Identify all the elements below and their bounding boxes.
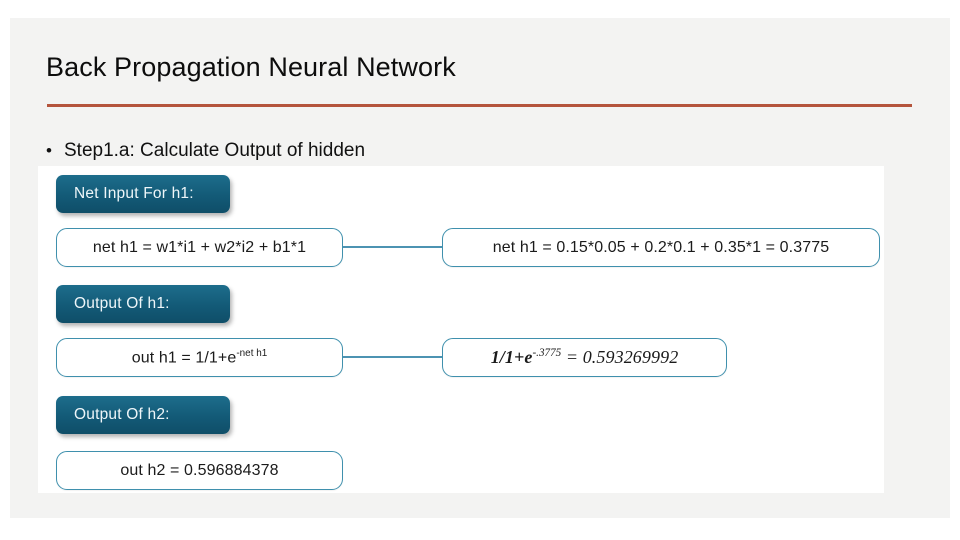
result-suffix: = 0.593269992: [561, 347, 679, 367]
formula-exponent: -net h1: [236, 347, 268, 359]
formula-box-out-h1: out h1 = 1/1+e-net h1: [56, 338, 343, 377]
pill-label: Output Of h2:: [74, 406, 170, 423]
formula-text: out h2 = 0.596884378: [120, 461, 279, 479]
diagram-panel: Net Input For h1: net h1 = w1*i1 + w2*i2…: [38, 166, 884, 493]
formula-text: net h1 = w1*i1 + w2*i2 + b1*1: [92, 238, 307, 256]
formula-box-out-h2: out h2 = 0.596884378: [56, 451, 343, 490]
bullet-line: • Step1.a: Calculate Output of hidden: [46, 138, 646, 164]
pill-output-h2: Output Of h2:: [56, 396, 230, 434]
result-box-out-h1: 1/1+e-.3775 = 0.593269992: [442, 338, 727, 377]
title-underline: [47, 104, 912, 107]
pill-net-input-h1: Net Input For h1:: [56, 175, 230, 213]
bullet-text: Step1.a: Calculate Output of hidden: [64, 140, 366, 161]
slide-canvas: Back Propagation Neural Network • Step1.a…: [10, 18, 950, 518]
pill-label: Net Input For h1:: [74, 185, 194, 202]
arrow-line: [343, 356, 450, 358]
result-box-net-h1: net h1 = 0.15*0.05 + 0.2*0.1 + 0.35*1 = …: [442, 228, 880, 267]
pill-label: Output Of h1:: [74, 295, 170, 312]
pill-output-h1: Output Of h1:: [56, 285, 230, 323]
formula-box-net-h1: net h1 = w1*i1 + w2*i2 + b1*1: [56, 228, 343, 267]
result-text: net h1 = 0.15*0.05 + 0.2*0.1 + 0.35*1 = …: [492, 238, 830, 256]
formula-base: out h1 = 1/1+e: [131, 349, 237, 367]
page-title: Back Propagation Neural Network: [46, 52, 456, 82]
result-exponent: -.3775: [532, 347, 562, 359]
result-base: 1/1+e: [490, 347, 533, 367]
formula-text: out h1 = 1/1+e-net h1: [132, 348, 267, 367]
bullet-marker: •: [46, 141, 52, 160]
arrow-line: [343, 246, 450, 248]
result-text: 1/1+e-.3775 = 0.593269992: [491, 347, 679, 368]
